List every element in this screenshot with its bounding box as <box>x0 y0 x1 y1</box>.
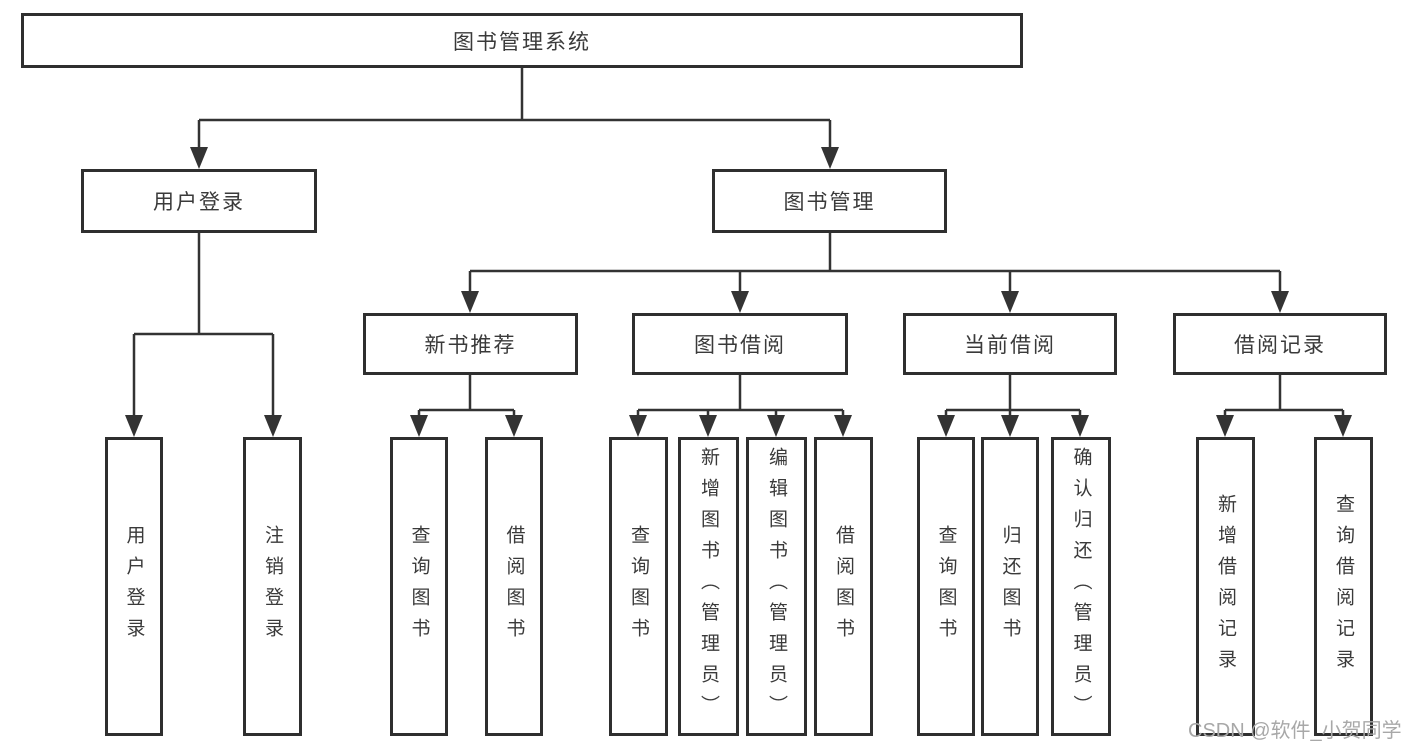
node-label: 新增图书（管理员） <box>698 447 719 726</box>
node-label: 新增借阅记录 <box>1215 493 1236 680</box>
arrowheads <box>125 147 1352 437</box>
node-label: 图书管理系统 <box>453 30 591 54</box>
node-leaf-logout: 注销登录 <box>243 437 302 736</box>
node-label: 查询图书 <box>935 524 957 649</box>
node-leaf-add-books-admin: 新增图书（管理员） <box>678 437 739 736</box>
node-label: 图书管理 <box>783 191 876 214</box>
node-label: 借阅图书 <box>503 524 525 649</box>
node-label: 新书推荐 <box>424 334 517 357</box>
node-label: 归还图书 <box>999 524 1021 649</box>
node-leaf-query-borrow-record: 查询借阅记录 <box>1314 437 1373 736</box>
node-label: 当前借阅 <box>964 334 1056 357</box>
node-label: 借阅图书 <box>833 524 854 649</box>
node-current-borrowing: 当前借阅 <box>903 313 1117 375</box>
node-label: 注销登录 <box>262 524 283 649</box>
node-book-borrowing: 图书借阅 <box>632 313 848 375</box>
node-borrow-records: 借阅记录 <box>1173 313 1387 375</box>
node-book-management: 图书管理 <box>712 169 947 233</box>
node-leaf-edit-books-admin: 编辑图书（管理员） <box>746 437 807 736</box>
node-new-book-recommend: 新书推荐 <box>363 313 578 375</box>
node-leaf-borrow-books-1: 借阅图书 <box>485 437 543 736</box>
csdn-watermark: CSDN @软件_小贺同学 <box>1188 720 1402 742</box>
node-label: 查询借阅记录 <box>1333 493 1354 680</box>
node-label: 确认归还（管理员） <box>1070 447 1092 726</box>
node-leaf-confirm-return-admin: 确认归还（管理员） <box>1051 437 1111 736</box>
node-label: 图书借阅 <box>694 334 786 357</box>
node-leaf-return-books: 归还图书 <box>981 437 1039 736</box>
node-label: 用户登录 <box>153 191 245 214</box>
node-label: 借阅记录 <box>1234 334 1326 357</box>
node-leaf-query-books-1: 查询图书 <box>390 437 448 736</box>
node-label: 查询图书 <box>628 524 649 649</box>
node-leaf-user-login: 用户登录 <box>105 437 163 736</box>
node-leaf-borrow-books-2: 借阅图书 <box>814 437 873 736</box>
node-user-login: 用户登录 <box>81 169 317 233</box>
node-library-management-system: 图书管理系统 <box>21 13 1023 68</box>
node-label: 查询图书 <box>408 524 430 649</box>
node-leaf-query-books-2: 查询图书 <box>609 437 668 736</box>
node-label: 用户登录 <box>123 524 145 649</box>
node-leaf-query-books-3: 查询图书 <box>917 437 975 736</box>
node-label: 编辑图书（管理员） <box>766 447 787 726</box>
node-leaf-add-borrow-record: 新增借阅记录 <box>1196 437 1255 736</box>
